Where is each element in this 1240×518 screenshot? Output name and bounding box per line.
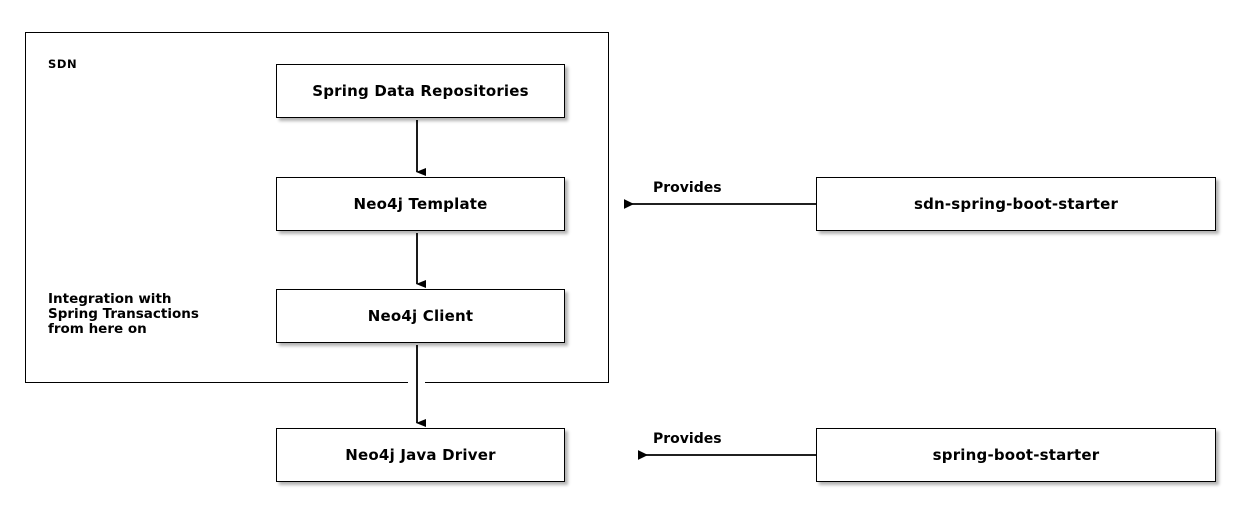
sdn-package-container (25, 32, 609, 383)
node-sdn-spring-boot-starter[interactable]: sdn-spring-boot-starter (816, 177, 1216, 231)
sdn-package-label: SDN (48, 57, 78, 71)
edge-label-provides-sdn-starter: Provides (653, 180, 722, 196)
integration-note-text: Integration with Spring Transactions fro… (48, 291, 199, 337)
node-neo4j-client[interactable]: Neo4j Client (276, 289, 565, 343)
node-spring-boot-starter[interactable]: spring-boot-starter (816, 428, 1216, 482)
node-neo4j-java-driver[interactable]: Neo4j Java Driver (276, 428, 565, 482)
edge-label-provides-boot-starter: Provides (653, 431, 722, 447)
sdn-package-bottom-border-left (25, 382, 408, 383)
sdn-package-bottom-border-right (425, 382, 609, 383)
node-spring-data-repositories[interactable]: Spring Data Repositories (276, 64, 565, 118)
node-neo4j-template[interactable]: Neo4j Template (276, 177, 565, 231)
